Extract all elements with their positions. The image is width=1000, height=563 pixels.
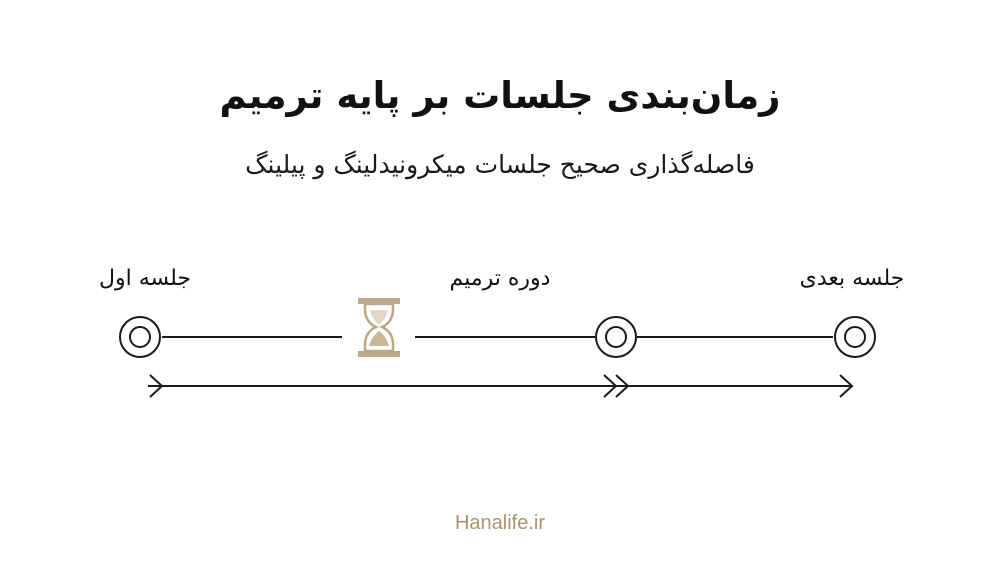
chevron-right-icon-mid-2 xyxy=(615,374,630,398)
chevron-right-icon-start xyxy=(149,374,164,398)
circle-node-icon-next xyxy=(834,316,876,358)
arrow-head-icon-end xyxy=(839,374,854,398)
circle-node-icon-healing xyxy=(595,316,637,358)
page-title: زمان‌بندی جلسات بر پایه ترمیم xyxy=(219,74,781,117)
page-subtitle: فاصله‌گذاری صحیح جلسات میکرونیدلینگ و پی… xyxy=(245,150,755,179)
chevron-right-icon-mid-1 xyxy=(603,374,618,398)
circle-node-icon-first xyxy=(119,316,161,358)
stage-label-next-session: جلسه بعدی xyxy=(799,266,905,291)
hourglass-icon xyxy=(358,298,400,357)
stage-label-first-session: جلسه اول xyxy=(98,266,192,291)
footer-brand: Hanalife.ir xyxy=(454,512,546,534)
stage-label-healing-period: دوره ترمیم xyxy=(449,266,551,291)
